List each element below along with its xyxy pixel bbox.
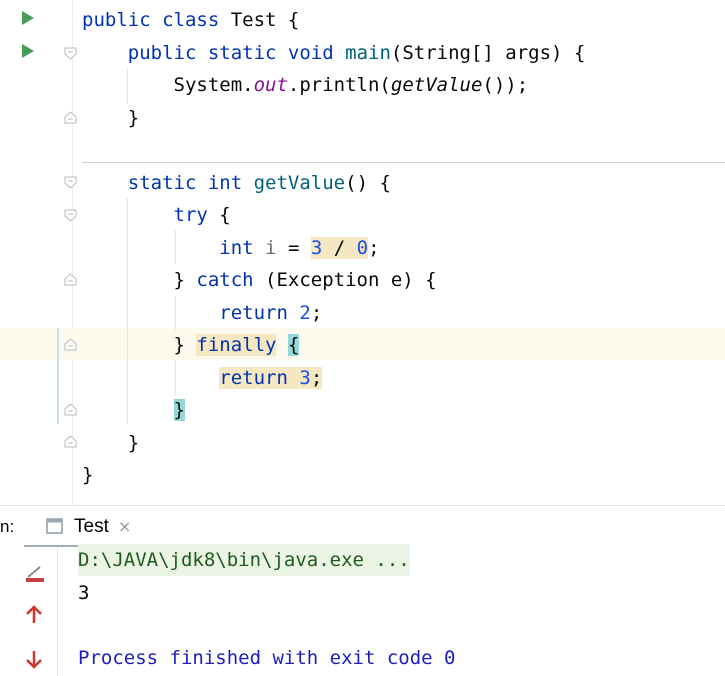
run-class-icon[interactable] (22, 11, 34, 25)
code-token: ()); (482, 74, 529, 96)
fold-open-icon[interactable] (64, 47, 77, 60)
console-toolbar (14, 547, 58, 676)
code-token: static (127, 171, 208, 194)
code-token: int (207, 171, 254, 194)
fold-close-icon[interactable] (64, 403, 77, 416)
code-token: .println( (287, 74, 391, 96)
code-line: System.out.println(getValue()); (82, 69, 529, 101)
code-token: = (276, 236, 311, 259)
code-token: static (207, 41, 288, 64)
code-line: public class Test { (82, 4, 299, 36)
code-token: int (219, 236, 266, 259)
indent-guide (127, 198, 128, 424)
change-marker (57, 328, 59, 424)
code-token (82, 42, 128, 64)
code-token (82, 172, 128, 194)
code-token (82, 302, 219, 324)
code-token: { (219, 204, 231, 226)
code-token: System. (82, 74, 254, 96)
code-token: 3 (299, 366, 311, 389)
code-token: i (265, 236, 277, 259)
code-token: (Exception e) { (265, 269, 437, 291)
method-separator (82, 162, 725, 163)
code-token: 3 (310, 236, 323, 259)
code-line: try { (82, 199, 231, 231)
code-token: } (82, 464, 94, 486)
run-tool-window-tabs: n: Test × (0, 505, 725, 549)
code-token: } (82, 334, 197, 356)
code-line: public static void main(String[] args) { (82, 37, 586, 69)
clear-console-icon[interactable] (24, 563, 46, 583)
code-token: 2 (299, 301, 311, 324)
editor-gutter (0, 0, 72, 505)
code-token: ; (310, 301, 323, 324)
tab-test[interactable]: Test × (24, 506, 176, 548)
gutter-divider (72, 0, 73, 505)
code-token: { (287, 334, 300, 356)
code-line: int i = 3 / 0; (82, 232, 380, 264)
code-token: catch (196, 269, 266, 291)
code-token: () { (345, 171, 391, 194)
code-token: main (345, 41, 391, 64)
arrow-down-icon[interactable] (25, 649, 43, 669)
fold-close-icon[interactable] (64, 435, 77, 448)
code-editor[interactable]: public class Test { public static void m… (0, 0, 725, 505)
code-line: } (82, 459, 93, 491)
indent-guide (175, 361, 176, 395)
code-line: static int getValue() { (82, 167, 391, 199)
code-token: return (219, 301, 300, 324)
console-output[interactable]: D:\JAVA\jdk8\bin\java.exe ... 3 Process … (0, 544, 725, 676)
code-line: return 3; (82, 362, 323, 394)
code-token: public (127, 41, 208, 64)
indent-guide (127, 68, 128, 104)
fold-close-icon[interactable] (64, 273, 77, 286)
code-token: Test { (230, 9, 300, 31)
console-output-line: 3 (78, 582, 90, 604)
fold-open-icon[interactable] (64, 209, 77, 222)
current-line-highlight (0, 328, 725, 360)
code-token (82, 204, 174, 226)
arrow-up-icon[interactable] (25, 605, 43, 625)
code-token: return (219, 366, 300, 389)
fold-close-icon[interactable] (64, 338, 77, 351)
code-line: } catch (Exception e) { (82, 264, 437, 296)
code-token: ; (310, 366, 323, 389)
code-token: } (82, 431, 140, 454)
code-token: 0 (356, 236, 369, 259)
code-token: / (322, 236, 357, 259)
code-token: ; (368, 236, 380, 259)
console-exit-status: Process finished with exit code 0 (78, 647, 456, 669)
fold-close-icon[interactable] (64, 111, 77, 124)
run-main-icon[interactable] (22, 44, 34, 58)
code-token: } (82, 106, 140, 129)
code-line: } finally { (82, 329, 300, 361)
console-tab-icon (46, 518, 63, 534)
code-line: } (82, 427, 139, 459)
code-token: (String[] args) { (390, 41, 586, 64)
code-token: public (82, 9, 163, 31)
code-token: try (173, 204, 220, 226)
code-token (82, 237, 219, 259)
code-token: void (287, 41, 346, 64)
code-line: return 2; (82, 297, 322, 329)
code-token: finally (196, 334, 277, 356)
close-icon[interactable]: × (118, 517, 132, 536)
indent-guide (175, 230, 176, 264)
code-token: } (173, 399, 185, 421)
code-token: class (162, 9, 231, 31)
tab-test-label: Test (74, 516, 109, 537)
code-token: getValue (253, 171, 346, 194)
code-token (82, 367, 219, 389)
fold-open-icon[interactable] (64, 176, 77, 189)
code-line: } (82, 394, 185, 426)
code-line: } (82, 102, 139, 134)
code-token: getValue (390, 74, 483, 96)
code-token: out (253, 74, 288, 96)
indent-guide (175, 296, 176, 330)
code-token (276, 334, 287, 356)
console-command-line: D:\JAVA\jdk8\bin\java.exe ... (78, 544, 410, 576)
code-token (82, 399, 174, 421)
run-label: n: (0, 517, 15, 536)
code-token: } (82, 269, 197, 291)
